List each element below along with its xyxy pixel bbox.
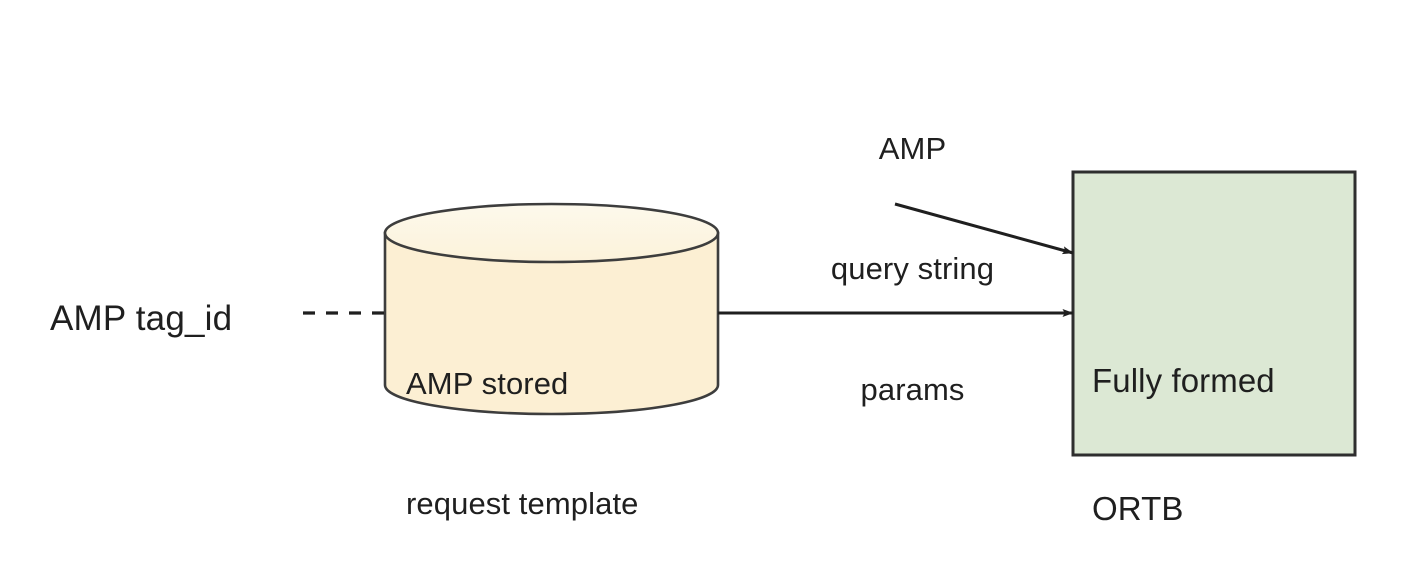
cylinder-node-stored-request[interactable] — [383, 202, 720, 416]
label-stored-request-line-1: AMP stored — [406, 365, 569, 401]
label-ortb-text: Fully formed ORTB — [1092, 274, 1275, 574]
label-stored-request-line-2: request template — [406, 486, 639, 522]
label-query-string-params: AMP query string params — [795, 48, 1030, 451]
label-query-params-line-1: AMP — [878, 130, 947, 166]
label-query-params-line-2: query string — [830, 251, 995, 287]
label-ortb-line-2: ORTB — [1092, 490, 1184, 528]
edge-params-to-ortb[interactable] — [894, 202, 1074, 255]
label-ortb-line-1: Fully formed — [1092, 361, 1275, 399]
label-amp-tag-id: AMP tag_id — [50, 299, 233, 338]
rect-node-ortb[interactable] — [1071, 170, 1357, 457]
cylinder-top-ellipse — [383, 202, 720, 264]
diagram-canvas — [303, 170, 1357, 457]
cylinder-body — [383, 231, 720, 416]
label-query-params-line-3: params — [860, 372, 965, 408]
label-stored-request-text: AMP stored request template — [406, 283, 639, 565]
